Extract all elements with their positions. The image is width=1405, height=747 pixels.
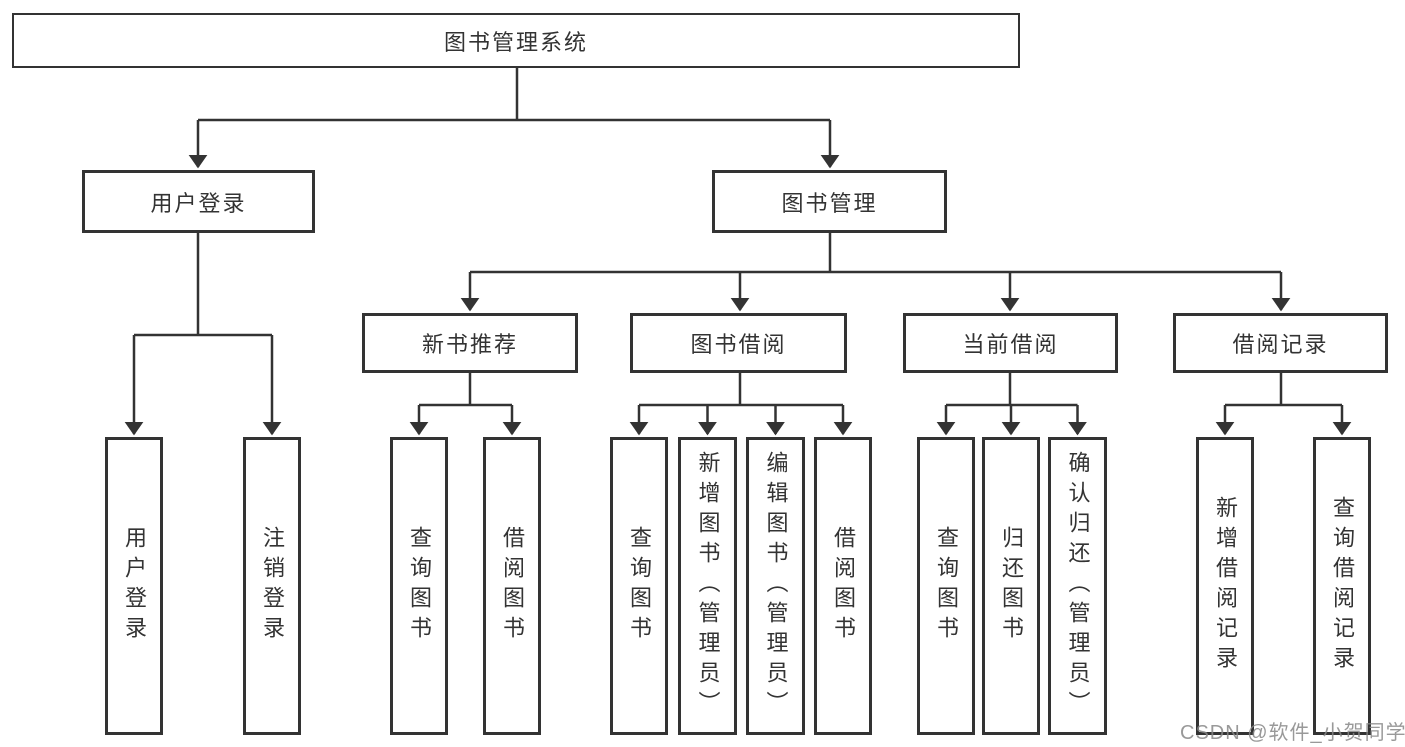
leaf-label: 归还图书 [999, 526, 1024, 646]
leaf-borrow-books-recommend: 借阅图书 [483, 437, 541, 735]
leaf-query-books-borrow: 查询图书 [610, 437, 668, 735]
leaf-add-borrow-record: 新增借阅记录 [1196, 437, 1254, 735]
leaf-label: 查询图书 [627, 526, 652, 646]
csdn-watermark: CSDN @软件_小贺同学 [1180, 722, 1405, 744]
node-user-login: 用户登录 [82, 170, 315, 233]
leaf-label: 查询借阅记录 [1330, 496, 1355, 676]
node-book-borrow: 图书借阅 [630, 313, 847, 373]
leaf-return-books: 归还图书 [982, 437, 1040, 735]
node-new-book-recommend: 新书推荐 [362, 313, 578, 373]
node-book-management: 图书管理 [712, 170, 947, 233]
leaf-label: 编辑图书（管理员） [763, 451, 789, 721]
leaf-label: 确认归还（管理员） [1065, 451, 1091, 721]
leaf-borrow-books: 借阅图书 [814, 437, 872, 735]
leaf-add-books-admin: 新增图书（管理员） [678, 437, 737, 735]
node-library-system: 图书管理系统 [12, 13, 1020, 68]
leaf-label: 新增图书（管理员） [695, 451, 721, 721]
leaf-query-books-current: 查询图书 [917, 437, 975, 735]
leaf-label: 借阅图书 [831, 526, 856, 646]
leaf-label: 注销登录 [260, 526, 285, 646]
leaf-label: 新增借阅记录 [1213, 496, 1238, 676]
leaf-label: 借阅图书 [500, 526, 525, 646]
node-borrow-records: 借阅记录 [1173, 313, 1388, 373]
leaf-confirm-return-admin: 确认归还（管理员） [1048, 437, 1107, 735]
leaf-logout: 注销登录 [243, 437, 301, 735]
leaf-label: 查询图书 [407, 526, 432, 646]
leaf-label: 查询图书 [934, 526, 959, 646]
leaf-query-books-recommend: 查询图书 [390, 437, 448, 735]
node-current-borrow: 当前借阅 [903, 313, 1118, 373]
leaf-label: 用户登录 [122, 526, 147, 646]
leaf-query-borrow-record: 查询借阅记录 [1313, 437, 1371, 735]
leaf-user-login: 用户登录 [105, 437, 163, 735]
leaf-edit-books-admin: 编辑图书（管理员） [746, 437, 805, 735]
